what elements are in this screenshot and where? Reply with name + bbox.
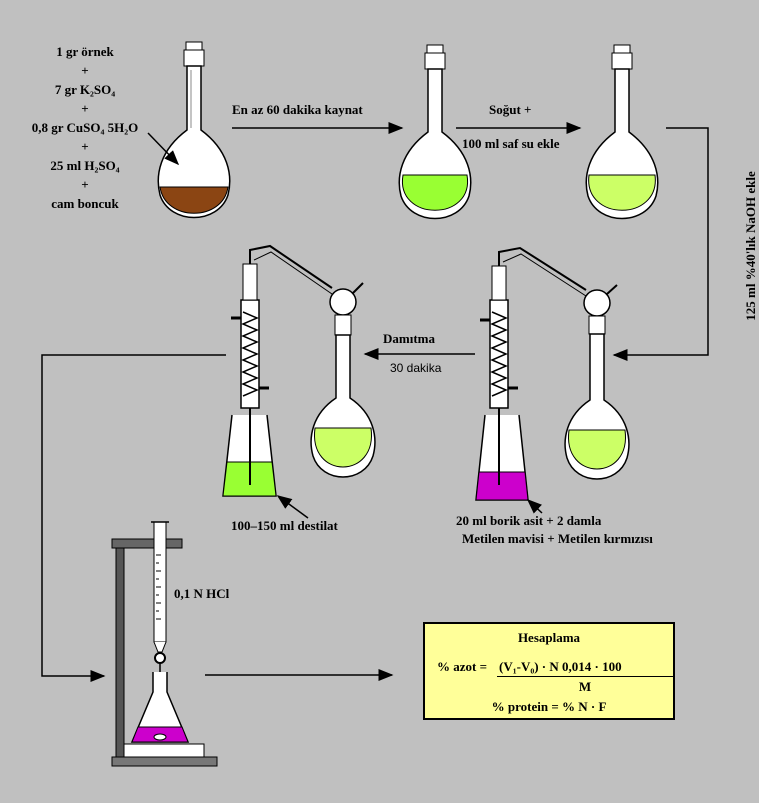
pointer-arrow [147,132,180,166]
boil-label: En az 60 dakika kaynat [232,102,363,117]
ingredient-sample: 1 gr örnek [56,44,114,59]
distill-time-label: 30 dakika [390,361,442,375]
distillate-pointer [276,495,309,519]
distillate-label: 100–150 ml destilat [231,518,338,533]
naoh-label: 125 ml %40'lık NaOH ekle [743,171,758,321]
plus-sign: + [81,139,89,154]
distill-label: Damıtma [383,331,435,346]
titration-setup [111,521,218,767]
ingredient-glass-beads: cam boncuk [51,196,119,211]
calculation-box: Hesaplama % azot = (V₁-V₀) · N 0,014 · 1… [423,622,675,720]
diluted-flask [585,44,659,220]
ingredient-k2so4: 7 gr K₂SO₄ [54,82,116,97]
formula-denominator: M [578,679,592,694]
boric-pointer [526,498,543,514]
calc-title: Hesaplama [517,630,581,645]
cool-label: Soğut + [489,102,532,117]
plus-sign: + [81,63,89,78]
formula-numerator: (V₁-V₀) · N 0,014 · 100 [499,659,622,674]
plus-sign: + [81,177,89,192]
hcl-label: 0,1 N HCl [174,586,230,601]
protein-formula: % protein = % N · F [491,699,607,714]
digestion-flask [157,41,231,219]
distillation-apparatus-right [475,246,630,501]
ingredient-h2so4: 25 ml H₂SO₄ [50,158,120,173]
boric-acid-label: 20 ml borik asit + 2 damla [456,513,602,528]
water-label: 100 ml saf su ekle [462,136,560,151]
naoh-connector [612,127,709,361]
titration-connector [41,354,226,682]
distillation-apparatus-left [222,244,376,497]
fraction-bar [497,676,673,677]
boiled-flask [398,44,472,220]
plus-sign: + [81,101,89,116]
indicator-label: Metilen mavisi + Metilen kırmızısı [462,531,653,546]
azot-label: % azot = [437,659,488,674]
ingredient-cuso4: 0,8 gr CuSO₄ 5H₂O [31,120,139,135]
